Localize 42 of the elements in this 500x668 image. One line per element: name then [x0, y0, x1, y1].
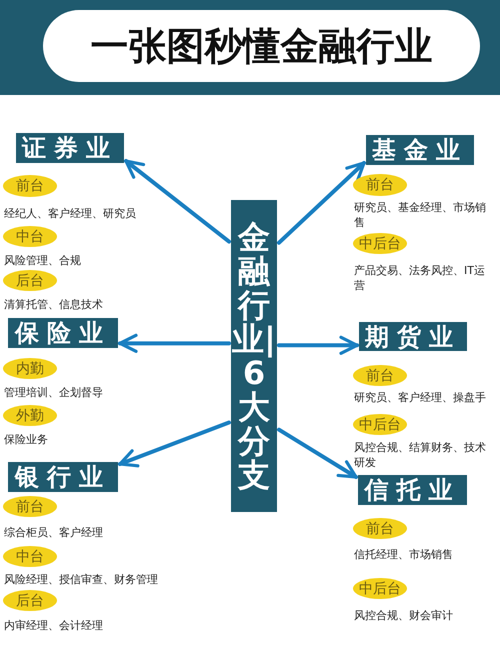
role-ellipse: 内勤	[3, 358, 57, 379]
arrow	[277, 161, 366, 245]
industry-box: 期货业	[359, 322, 467, 351]
industry-box: 信托业	[358, 475, 467, 505]
arrow	[118, 420, 231, 468]
role-description: 风险管理、合规	[4, 253, 82, 268]
branch-banner: 金融行业|6大分支	[231, 200, 277, 512]
industry-box: 基金业	[366, 135, 474, 165]
industry-box: 银行业	[8, 462, 118, 492]
role-description: 风控合规、财会审计	[354, 608, 454, 623]
title: 一张图秒懂金融行业	[43, 10, 480, 82]
role-description: 保险业务	[4, 432, 49, 447]
arrow	[118, 334, 231, 353]
role-ellipse: 中后台	[353, 233, 407, 254]
arrow	[277, 428, 358, 479]
role-description: 研究员、基金经理、市场销售	[354, 200, 487, 230]
arrow	[124, 159, 231, 244]
role-ellipse: 中后台	[353, 578, 407, 599]
role-ellipse: 中台	[3, 226, 57, 247]
role-description: 综合柜员、客户经理	[4, 525, 104, 540]
role-ellipse: 前台	[353, 518, 407, 539]
role-description: 信托经理、市场销售	[354, 547, 454, 562]
role-description: 产品交易、法务风控、IT运营	[354, 263, 486, 293]
role-ellipse: 前台	[3, 175, 57, 197]
arrow	[277, 336, 359, 355]
role-ellipse: 后台	[3, 590, 57, 611]
role-description: 研究员、客户经理、操盘手	[354, 390, 487, 405]
role-description: 经纪人、客户经理、研究员	[4, 206, 137, 221]
role-ellipse: 外勤	[3, 405, 57, 426]
role-ellipse: 前台	[353, 174, 407, 196]
industry-box: 保险业	[8, 318, 118, 348]
role-ellipse: 前台	[3, 496, 57, 517]
role-description: 风险经理、授信审查、财务管理	[4, 572, 159, 587]
role-ellipse: 前台	[353, 365, 407, 386]
industry-box: 证券业	[16, 133, 124, 163]
role-ellipse: 中台	[3, 546, 57, 567]
role-description: 内审经理、会计经理	[4, 618, 104, 633]
role-ellipse: 中后台	[353, 414, 407, 435]
role-description: 清算托管、信息技术	[4, 297, 104, 312]
role-ellipse: 后台	[3, 270, 57, 291]
role-description: 管理培训、企划督导	[4, 385, 104, 400]
role-description: 风控合规、结算财务、技术研发	[354, 440, 487, 470]
